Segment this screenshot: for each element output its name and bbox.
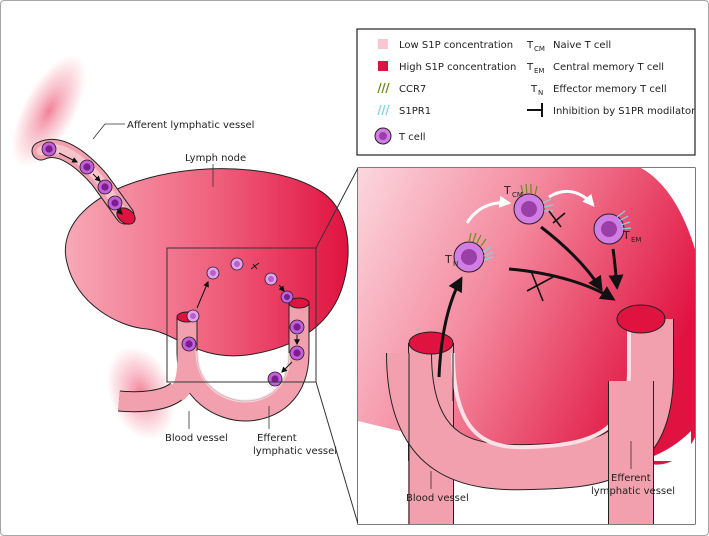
label-afferent: Afferent lymphatic vessel bbox=[127, 120, 254, 131]
label-lymph-node: Lymph node bbox=[185, 153, 246, 164]
t-cell-icon bbox=[230, 257, 244, 271]
zoom-region-box bbox=[166, 247, 317, 383]
legend-tem-sub: EM bbox=[534, 67, 544, 75]
lymph-node-shape bbox=[65, 168, 349, 357]
t-cell-icon bbox=[107, 195, 123, 211]
t-cell-icon bbox=[97, 179, 113, 195]
cell-tcm bbox=[513, 183, 554, 225]
t-cell-icon bbox=[280, 290, 294, 304]
zoom-panel: T N T CM T EM Blood vessel Efferent lymp… bbox=[357, 167, 696, 525]
inhibition-mark-1 bbox=[548, 210, 566, 228]
zoom-connector-bottom bbox=[315, 381, 359, 525]
cell-tem bbox=[593, 210, 632, 245]
t-cell-icon bbox=[206, 266, 220, 280]
cell-label-tn-sub: N bbox=[453, 260, 458, 268]
cell-tn bbox=[453, 232, 494, 273]
zoom-connector-top bbox=[315, 167, 359, 249]
arrow-tcm-to-efferent bbox=[540, 225, 603, 292]
legend: Low S1P concentration High S1P concentra… bbox=[356, 28, 696, 156]
legend-tn-symbol: T bbox=[530, 84, 538, 95]
inhibition-legend-icon bbox=[527, 103, 543, 117]
afferent-cells bbox=[41, 141, 123, 215]
legend-tcm-desc: Naive T cell bbox=[553, 40, 611, 51]
legend-label-high-s1p: High S1P concentration bbox=[399, 62, 516, 73]
arrow-tn-to-tcm bbox=[465, 195, 512, 224]
legend-swatch-low-s1p bbox=[378, 39, 388, 49]
small-u-vessel bbox=[118, 297, 310, 422]
arrow-blood-to-tn bbox=[437, 276, 463, 378]
legend-label-ccr7: CCR7 bbox=[399, 84, 426, 95]
t-cell-legend-icon bbox=[374, 127, 392, 145]
t-cell-icon bbox=[289, 319, 305, 335]
t-cell-icon bbox=[267, 371, 283, 387]
t-cell-icon bbox=[264, 272, 278, 286]
label-efferent-1: Efferent bbox=[257, 433, 297, 444]
arrow-tn-to-efferent bbox=[508, 267, 616, 301]
cell-label-tem: T bbox=[622, 229, 630, 242]
legend-label-inhibition: Inhibition by S1PR modilator bbox=[553, 106, 696, 117]
cell-label-tem-sub: EM bbox=[631, 236, 641, 244]
cell-label-tcm-sub: CM bbox=[512, 191, 523, 199]
legend-label-low-s1p: Low S1P concentration bbox=[399, 40, 513, 51]
legend-tn-desc: Effector memory T cell bbox=[553, 84, 667, 95]
zoom-label-efferent-2: lymphatic vessel bbox=[591, 486, 675, 497]
halo-top-left bbox=[11, 54, 87, 168]
t-cell-icon bbox=[186, 309, 200, 323]
arrow-tem-to-efferent bbox=[608, 248, 624, 290]
legend-tcm-symbol: T bbox=[526, 40, 534, 51]
zoom-label-blood-vessel: Blood vessel bbox=[406, 493, 469, 504]
legend-tem-symbol: T bbox=[526, 62, 534, 73]
t-cell-icon bbox=[181, 336, 197, 352]
cell-label-tn: T bbox=[444, 253, 452, 266]
t-cell-icon bbox=[79, 159, 95, 175]
legend-label-t-cell: T cell bbox=[398, 132, 426, 143]
legend-swatch-high-s1p bbox=[378, 61, 388, 71]
zoom-label-efferent-1: Efferent bbox=[611, 473, 651, 484]
inhibition-mark-2 bbox=[526, 270, 554, 302]
legend-tcm-sub: CM bbox=[534, 45, 545, 53]
s1pr1-icon bbox=[377, 104, 390, 116]
label-blood-vessel: Blood vessel bbox=[165, 433, 228, 444]
arrow-tcm-to-tem bbox=[548, 189, 595, 207]
label-efferent-2: lymphatic vessel bbox=[253, 446, 337, 457]
t-cell-icon bbox=[289, 345, 305, 361]
legend-tn-sub: N bbox=[538, 89, 543, 97]
ccr7-icon bbox=[377, 82, 390, 94]
cell-label-tcm: T bbox=[503, 184, 511, 197]
legend-tem-desc: Central memory T cell bbox=[553, 62, 664, 73]
t-cell-icon bbox=[41, 141, 57, 157]
legend-label-s1pr1: S1PR1 bbox=[399, 106, 431, 117]
